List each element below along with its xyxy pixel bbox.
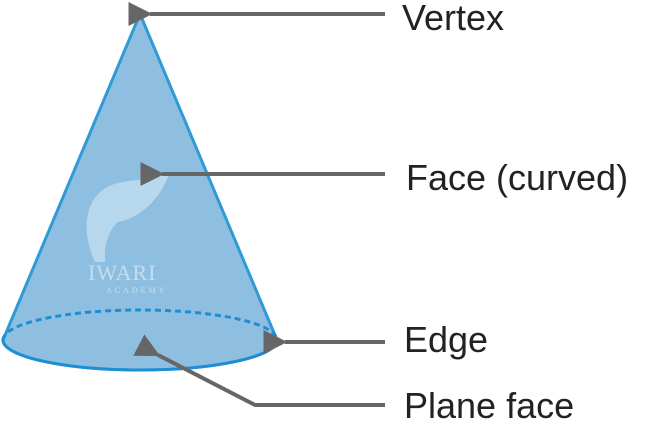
watermark-logo: IWARI ACADEMY [86, 172, 170, 295]
watermark-name: IWARI [88, 260, 157, 285]
label-vertex: Vertex [402, 0, 504, 38]
arrow-plane-face [133, 334, 385, 407]
label-edge: Edge [404, 319, 488, 360]
label-plane-face: Plane face [404, 385, 574, 421]
cone-base-edge-back [1, 308, 279, 341]
label-curved-face: Face (curved) [406, 157, 628, 198]
watermark-leaf-icon [86, 172, 170, 262]
cone-base-edge-front [1, 339, 279, 372]
watermark-subtitle: ACADEMY [106, 286, 167, 295]
watermark-stem [97, 222, 105, 262]
